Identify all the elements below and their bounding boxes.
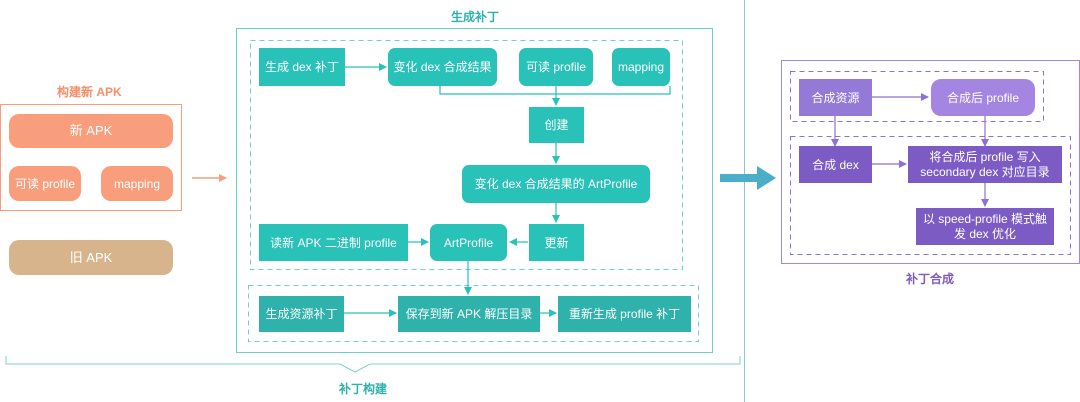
patch-build-label: 补丁构建 [339, 382, 388, 396]
merged-profile-node: 合成后 profile [931, 79, 1035, 116]
patch-merge-dashed-upper [790, 71, 1044, 122]
merge-res-node: 合成资源 [799, 79, 872, 116]
gen-res-patch-node: 生成资源补丁 [259, 296, 344, 332]
arrow-to-merge [720, 166, 776, 190]
build-new-apk-border [0, 104, 182, 211]
diff-dex-artprofile-node: 变化 dex 合成结果的 ArtProfile [462, 165, 650, 203]
artprofile-node: ArtProfile [430, 224, 507, 261]
new-apk-node: 新 APK [9, 114, 173, 148]
build-new-apk-title: 构建新 APK [57, 85, 122, 99]
old-apk-node: 旧 APK [9, 240, 173, 275]
patch-merge-dashed-lower [790, 136, 1071, 255]
create-node: 创建 [529, 107, 584, 143]
update-node: 更新 [529, 224, 584, 261]
patch-gen-border [236, 28, 713, 353]
readable-profile-node: 可读 profile [9, 166, 81, 201]
patch-gen-dashed-lower [248, 285, 699, 342]
gen-dex-patch-node: 生成 dex 补丁 [259, 48, 345, 86]
diff-dex-result-node: 变化 dex 合成结果 [388, 48, 497, 86]
readable-profile-gen-node: 可读 profile [519, 48, 593, 86]
write-profile-node: 将合成后 profile 写入 secondary dex 对应目录 [908, 146, 1062, 183]
regen-profile-patch-node: 重新生成 profile 补丁 [558, 296, 691, 332]
save-to-apk-dir-node: 保存到新 APK 解压目录 [398, 296, 540, 332]
mapping-node: mapping [101, 166, 173, 201]
patch-gen-title: 生成补丁 [451, 10, 500, 24]
trigger-opt-node: 以 speed-profile 模式触发 dex 优化 [916, 208, 1054, 245]
patch-gen-dashed-upper [250, 40, 683, 270]
patch-merge-title: 补丁合成 [906, 272, 955, 286]
read-apk-binary-profile-node: 读新 APK 二进制 profile [259, 224, 408, 261]
mapping-gen-node: mapping [612, 48, 670, 86]
merge-dex-node: 合成 dex [799, 146, 872, 183]
patch-build-brace [5, 356, 741, 373]
